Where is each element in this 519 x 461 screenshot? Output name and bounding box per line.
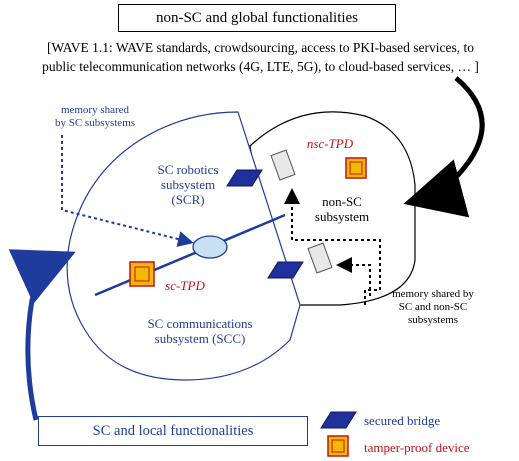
wave-description: [WAVE 1.1: WAVE standards, crowdsourcing… (8, 38, 513, 76)
memory-both-label-line-2: SC and non-SC (398, 301, 468, 313)
scc-label-line-1: SC communications (147, 316, 253, 331)
legend-bridge-label: secured bridge (364, 413, 441, 428)
local-functionalities-box: SC and local functionalities (38, 416, 308, 446)
memory-both-label-line-3: subsystems (407, 314, 459, 326)
sc-bus-line (94, 213, 286, 297)
legend-tpd-label: tamper-proof device (364, 440, 470, 455)
global-to-nonsc-arrow (403, 76, 485, 218)
local-functionalities-label: SC and local functionalities (92, 422, 254, 439)
scr-label: SC robotics subsystem (SCR) (138, 162, 238, 207)
global-functionalities-box: non-SC and global functionalities (118, 4, 396, 32)
memory-sc-label-line-1: memory shared (60, 104, 130, 116)
legend-bridge-icon (320, 411, 357, 429)
sc-tpd-inner (134, 266, 150, 282)
nsc-tpd-label: nsc-TPD (306, 136, 354, 151)
shared-memory-tile-bottom (307, 242, 333, 274)
non-sc-subsystem-shape (249, 111, 416, 306)
scr-label-line-2: subsystem (160, 177, 216, 192)
memory-both-arrow-2 (336, 257, 371, 296)
scr-label-line-1: SC robotics (157, 162, 219, 177)
scc-label: SC communications subsystem (SCC) (130, 316, 270, 346)
non-sc-label-line-1: non-SC (322, 194, 362, 209)
secured-bridge-bottom (267, 261, 304, 279)
memory-both-arrow-1 (284, 188, 381, 305)
non-sc-label: non-SC subsystem (302, 194, 382, 224)
memory-both-label: memory shared by SC and non-SC subsystem… (370, 288, 496, 327)
memory-both-label-line-1: memory shared by (392, 288, 474, 300)
local-to-sc-arrow (8, 249, 76, 421)
shared-memory-tile-top (270, 149, 296, 181)
legend-tpd-inner (331, 439, 345, 453)
sc-shared-memory (192, 235, 228, 259)
wave-line-1: [WAVE 1.1: WAVE standards, crowdsourcing… (46, 40, 475, 55)
wave-line-2: public telecommunication networks (4G, L… (42, 59, 479, 74)
memory-sc-label-line-2: by SC subsystems (54, 117, 136, 129)
nsc-tpd-inner (349, 161, 363, 175)
sc-tpd-label: sc-TPD (165, 278, 205, 293)
scc-label-line-2: subsystem (SCC) (154, 331, 246, 346)
non-sc-label-line-2: subsystem (314, 209, 370, 224)
memory-sc-arrow (61, 135, 194, 247)
secured-bridge-top (226, 169, 263, 187)
memory-sc-label: memory shared by SC subsystems (40, 104, 150, 130)
global-functionalities-label: non-SC and global functionalities (155, 9, 359, 26)
scr-label-line-3: (SCR) (171, 192, 205, 207)
sc-tpd-outer (129, 261, 155, 287)
